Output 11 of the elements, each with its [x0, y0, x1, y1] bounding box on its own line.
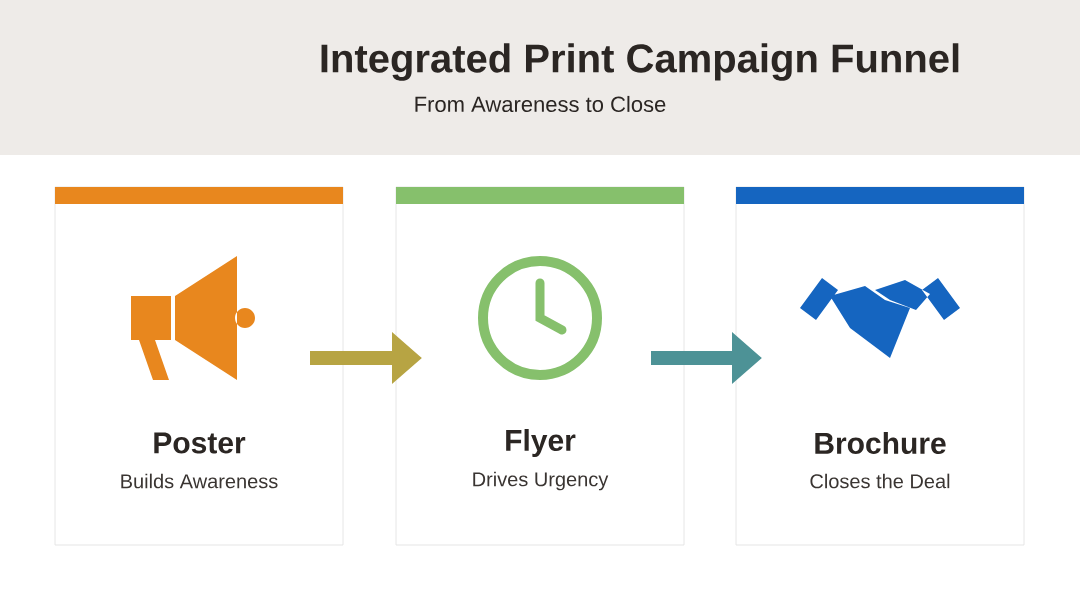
card-subtitle: Builds Awareness: [121, 473, 278, 489]
card-title: Poster: [154, 432, 246, 454]
card-subtitle: Drives Urgency: [473, 471, 609, 491]
card: [395, 186, 685, 546]
card: [735, 186, 1025, 546]
card-subtitle: Closes the Deal: [810, 473, 950, 489]
card: [54, 186, 344, 546]
subtitle: From Awareness to Close: [415, 95, 666, 113]
title: Integrated Print Campaign Funnel: [321, 43, 959, 81]
card-title: Flyer: [506, 429, 576, 457]
card-title: Brochure: [815, 432, 946, 454]
